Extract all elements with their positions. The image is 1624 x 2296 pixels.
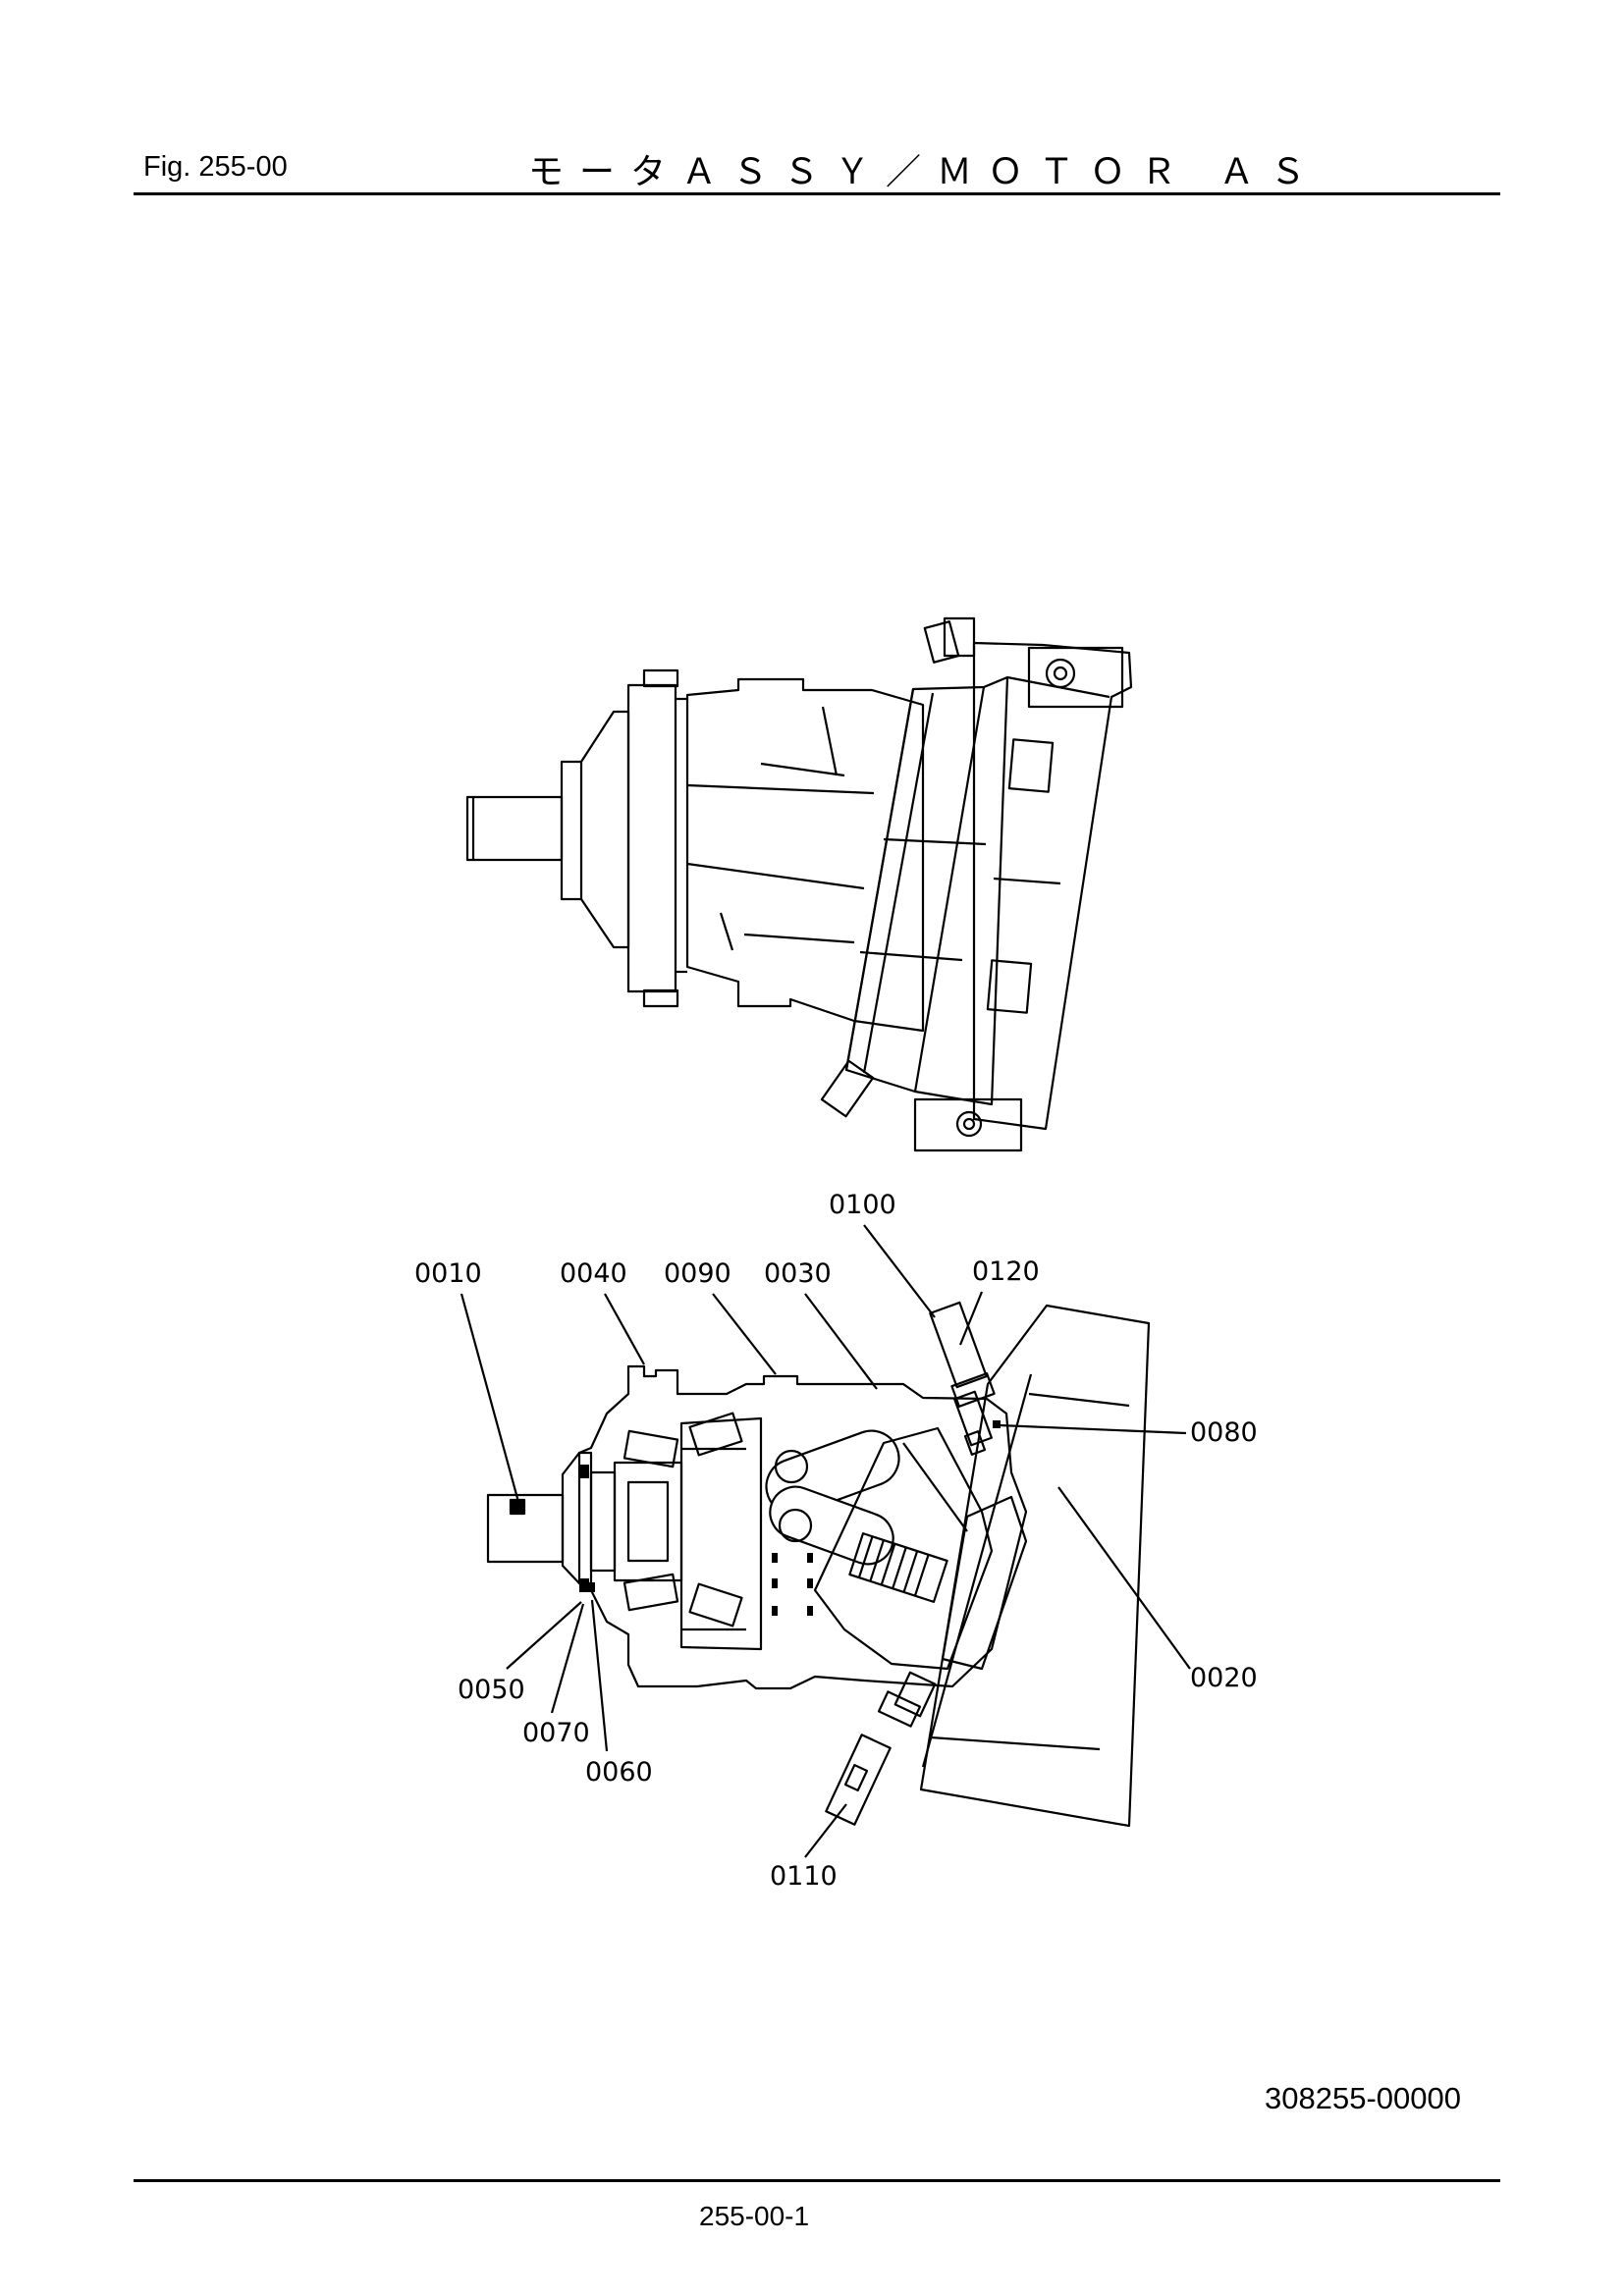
header-rule	[134, 192, 1500, 195]
figure-number: Fig. 255-00	[143, 151, 288, 183]
callout-0060: 0060	[585, 1757, 653, 1788]
page-number: 255-00-1	[699, 2201, 810, 2231]
callout-0050: 0050	[458, 1675, 525, 1705]
section-view	[486, 1301, 1151, 1828]
callout-0030: 0030	[764, 1258, 832, 1289]
leader-0090	[712, 1293, 777, 1375]
footer-rule	[134, 2179, 1500, 2182]
callout-0110: 0110	[770, 1861, 838, 1892]
leader-0110	[804, 1803, 847, 1858]
drawing-number: 308255-00000	[1265, 2081, 1461, 2115]
leader-0060	[590, 1599, 609, 1752]
callout-0090: 0090	[664, 1258, 731, 1289]
callout-0120: 0120	[972, 1256, 1040, 1287]
callout-0040: 0040	[560, 1258, 627, 1289]
exterior-view	[465, 616, 1133, 1152]
leader-0020	[1057, 1486, 1191, 1670]
leader-0040	[604, 1293, 645, 1365]
leader-0120	[958, 1291, 984, 1346]
callouts: 0010 0040 0090 0030 0100 0120 0080 0020 …	[414, 1190, 1258, 1892]
callout-0020: 0020	[1190, 1663, 1258, 1693]
leader-0080	[999, 1423, 1187, 1435]
leader-0030	[804, 1293, 878, 1390]
callout-0100: 0100	[829, 1190, 896, 1220]
page-title: モータＡＳＳＹ／ＭＯＴＯＲ ＡＳ	[528, 152, 1322, 192]
callout-0070: 0070	[522, 1718, 590, 1748]
callout-0010: 0010	[414, 1258, 482, 1289]
leader-0100	[863, 1224, 936, 1318]
leader-0050	[506, 1601, 582, 1670]
callout-0080: 0080	[1190, 1417, 1258, 1448]
leader-0070	[550, 1603, 585, 1714]
leader-0010	[460, 1293, 520, 1503]
